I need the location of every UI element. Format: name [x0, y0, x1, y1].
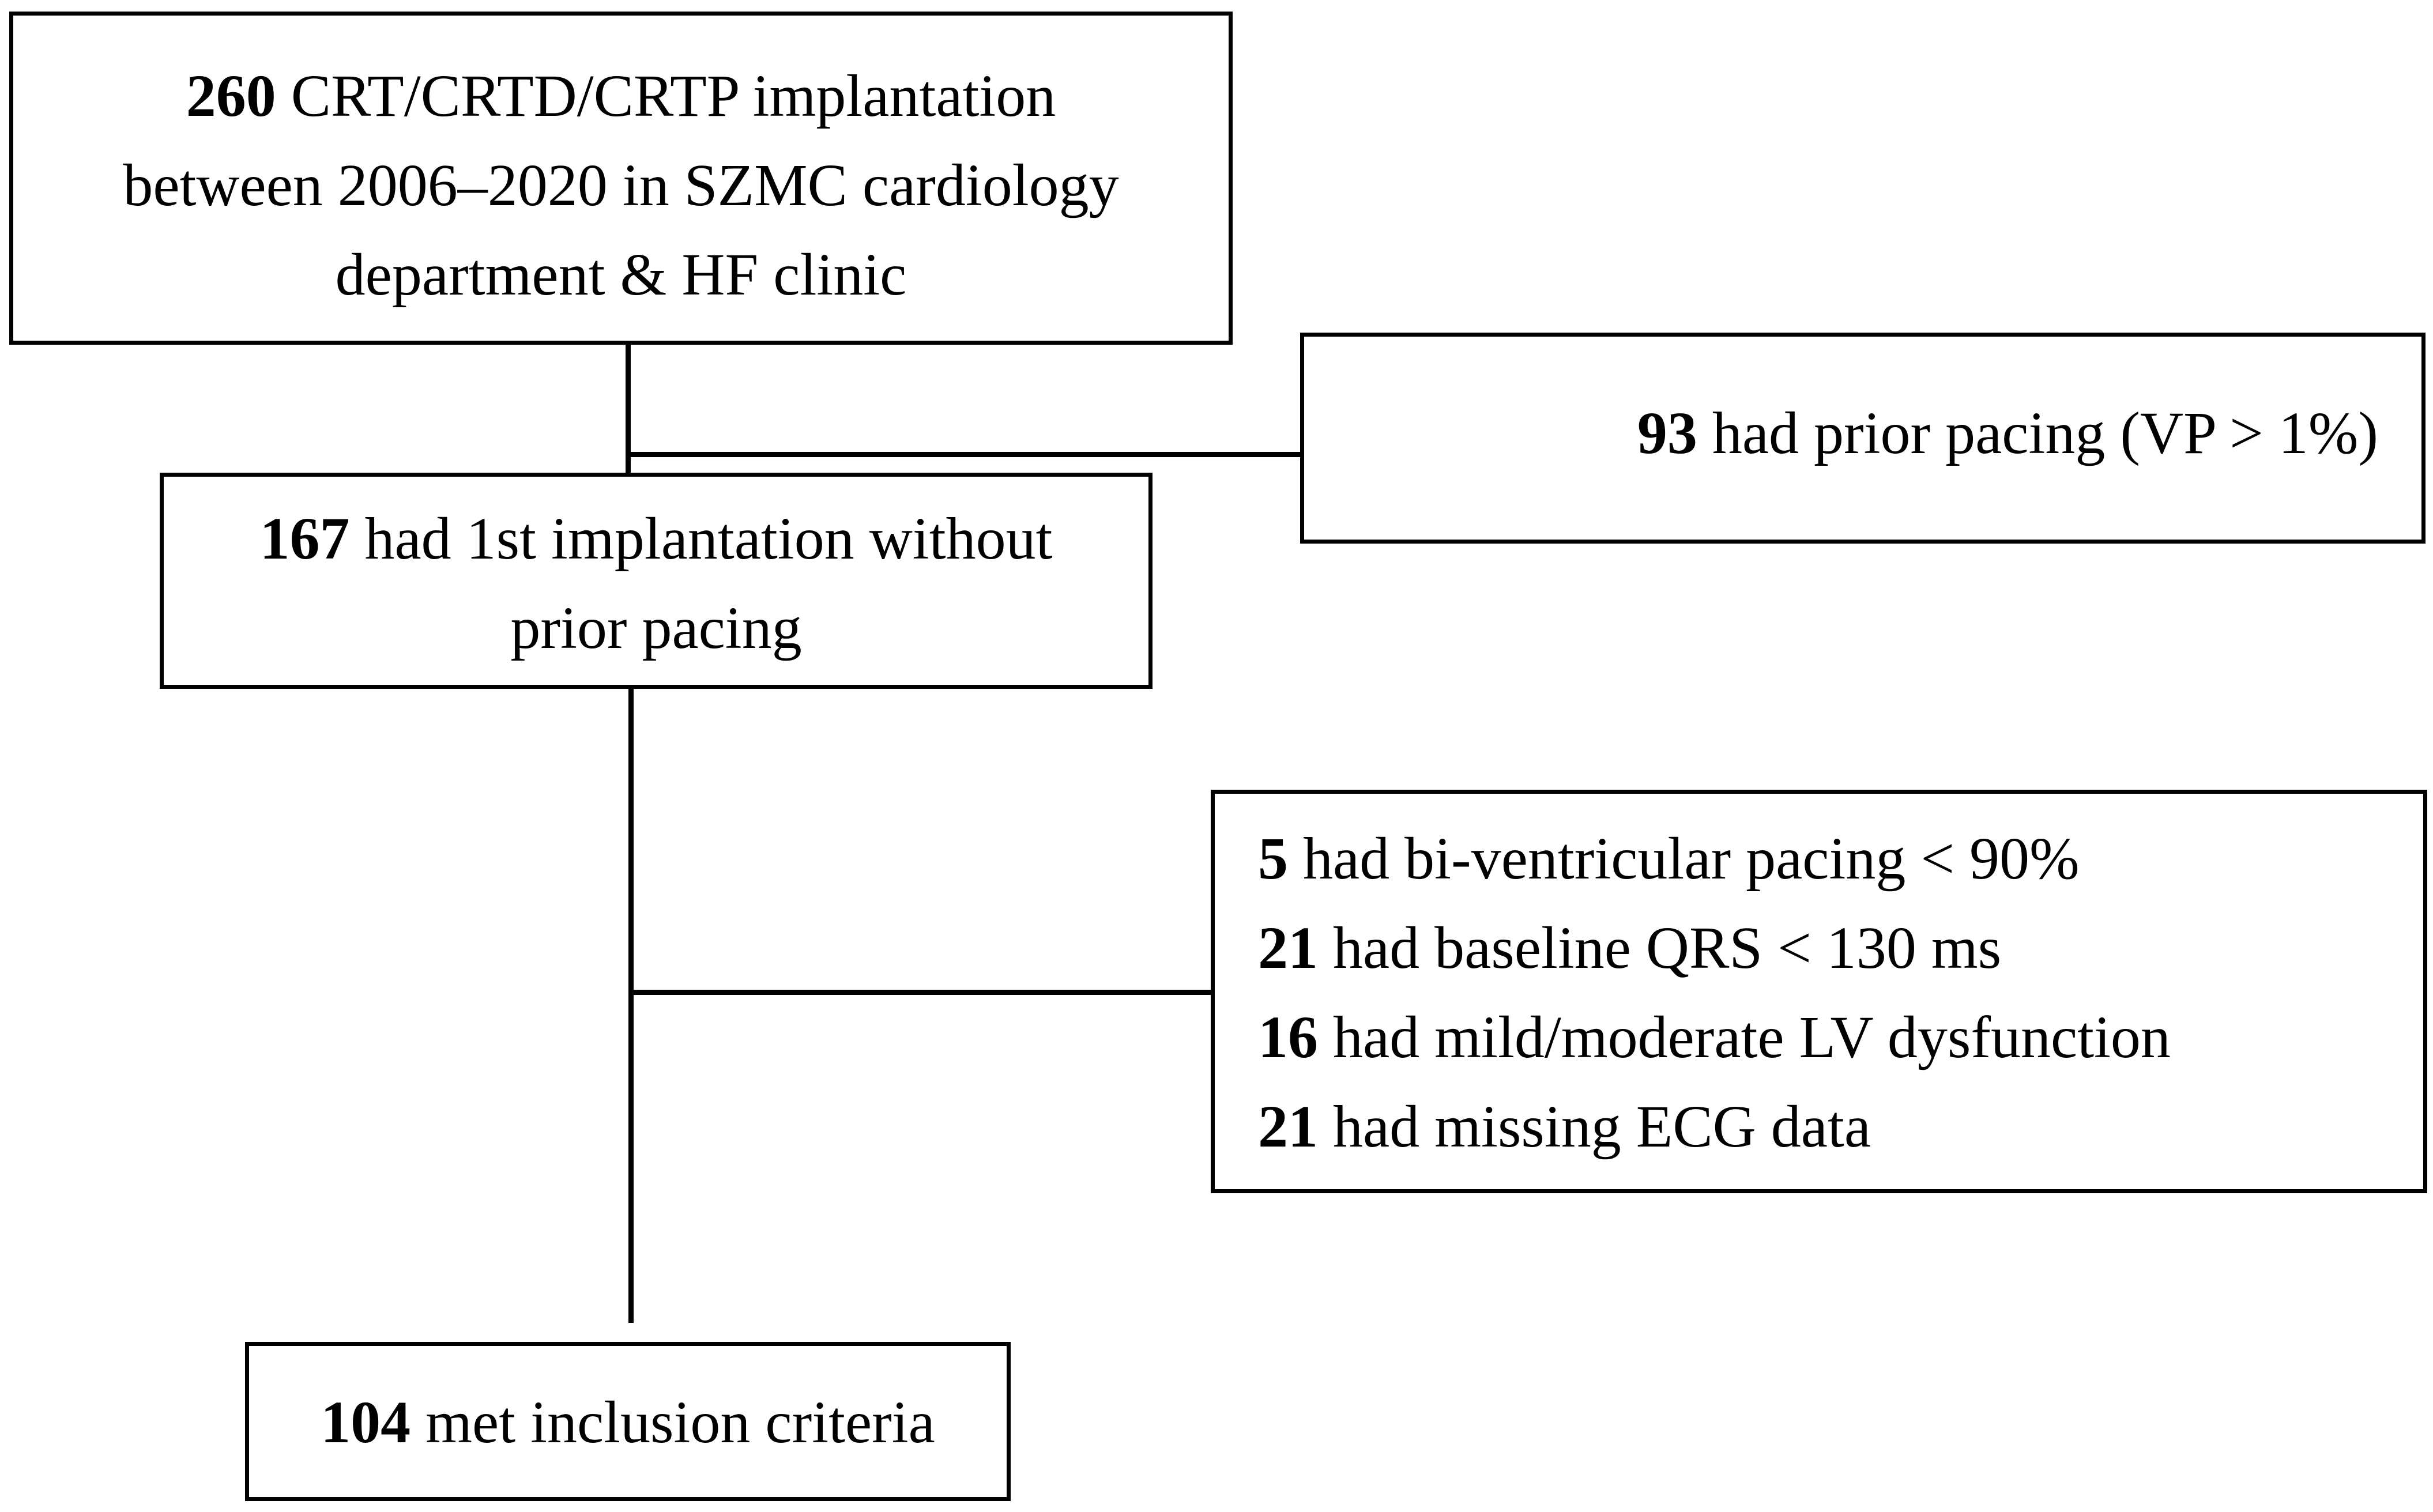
connector-branch-prior	[626, 452, 1303, 457]
total-count: 260	[186, 63, 276, 129]
criteria-count-1: 5	[1258, 825, 1288, 892]
included-count: 104	[321, 1389, 411, 1456]
box-total-implantations: 260 CRT/CRTD/CRTP implantation between 2…	[9, 12, 1233, 345]
prior-count: 93	[1637, 400, 1697, 466]
connector-branch-criteria	[628, 990, 1214, 995]
box-met-inclusion: 104 met inclusion criteria	[245, 1342, 1011, 1501]
criteria-text-1: had bi-ventricular pacing < 90%	[1288, 825, 2080, 892]
criteria-text-2: had baseline QRS < 130 ms	[1318, 915, 2002, 981]
box-excluded-criteria: 5 had bi-ventricular pacing < 90% 21 had…	[1211, 790, 2427, 1193]
prior-line: 93 had prior pacing (VP > 1%)	[1304, 389, 2378, 478]
connector-first-to-included	[628, 689, 634, 1323]
total-text-1: CRT/CRTD/CRTP implantation	[276, 63, 1056, 129]
criteria-item: 21 had missing ECG data	[1258, 1082, 2423, 1171]
first-line-2: prior pacing	[510, 595, 802, 661]
criteria-item: 21 had baseline QRS < 130 ms	[1258, 903, 2423, 993]
included-line: 104 met inclusion criteria	[249, 1378, 1007, 1467]
total-line-3: department & HF clinic	[335, 242, 907, 308]
criteria-text-3: had mild/moderate LV dysfunction	[1318, 1004, 2171, 1070]
box-excluded-prior-pacing: 93 had prior pacing (VP > 1%)	[1300, 333, 2426, 544]
total-line-1: 260 CRT/CRTD/CRTP implantation	[13, 51, 1229, 141]
prior-text: had prior pacing (VP > 1%)	[1697, 400, 2378, 466]
criteria-item: 16 had mild/moderate LV dysfunction	[1258, 993, 2423, 1082]
criteria-count-3: 16	[1258, 1004, 1318, 1070]
criteria-text-4: had missing ECG data	[1318, 1094, 1871, 1160]
criteria-item: 5 had bi-ventricular pacing < 90%	[1258, 814, 2423, 903]
first-count: 167	[259, 506, 350, 572]
included-text: met inclusion criteria	[410, 1389, 935, 1456]
first-line-1: 167 had 1st implantation without	[164, 494, 1148, 583]
box-first-implantation: 167 had 1st implantation without prior p…	[160, 473, 1153, 689]
criteria-count-2: 21	[1258, 915, 1318, 981]
criteria-count-4: 21	[1258, 1094, 1318, 1160]
connector-total-to-first	[626, 345, 631, 474]
first-text-1: had 1st implantation without	[349, 506, 1053, 572]
total-line-2: between 2006–2020 in SZMC cardiology	[123, 152, 1119, 218]
